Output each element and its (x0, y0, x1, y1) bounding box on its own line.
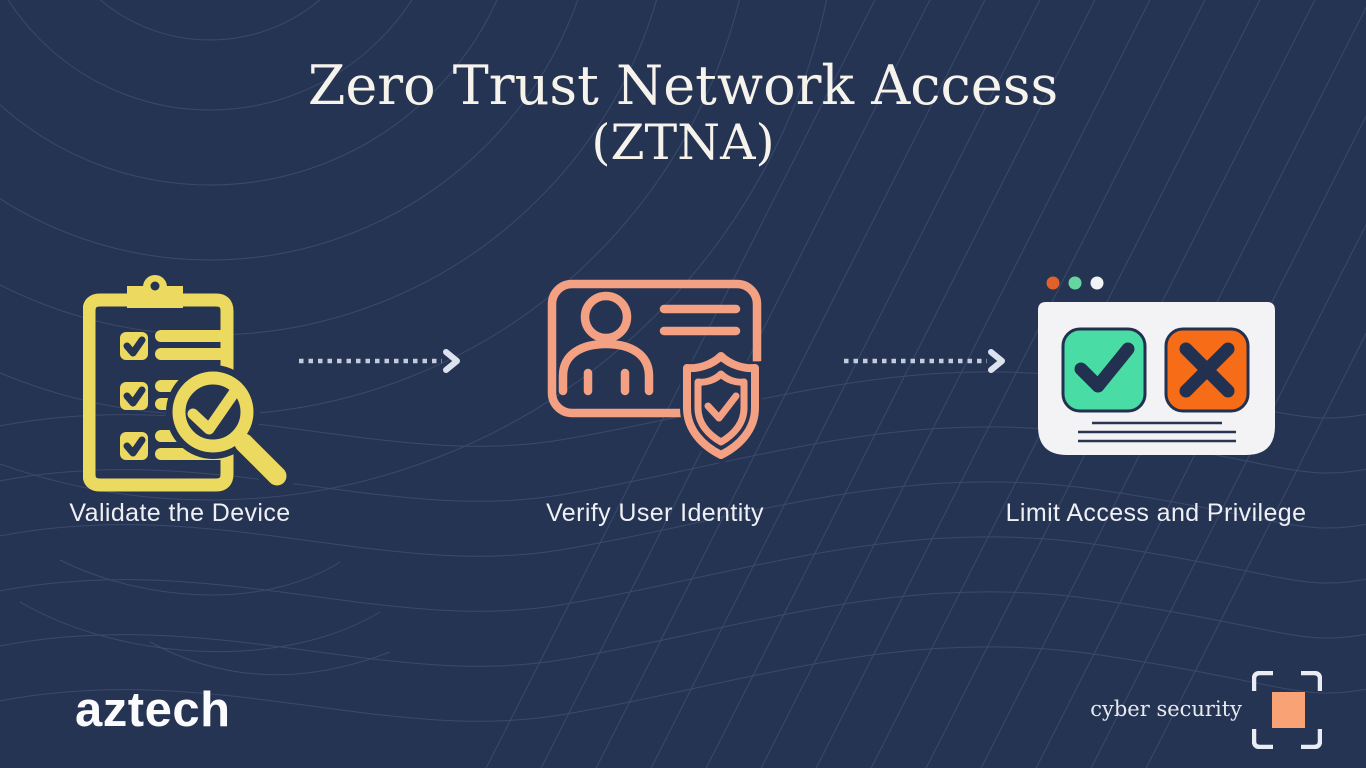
browser-allow-deny-icon (1038, 276, 1275, 455)
dotted-arrow-2 (844, 349, 1005, 373)
step-label-verify-identity: Verify User Identity (546, 499, 764, 527)
window-dot-white (1090, 276, 1104, 290)
step-label-limit-access: Limit Access and Privilege (1005, 499, 1307, 527)
window-dot-orange (1046, 276, 1060, 290)
brand-logo: aztech (75, 683, 231, 737)
tagline-text: cyber security (1090, 697, 1242, 721)
check-glyph (1074, 342, 1135, 393)
dotted-arrow-1 (299, 349, 460, 373)
page-title: Zero Trust Network Access (ZTNA) (0, 54, 1366, 172)
cross-glyph (1179, 342, 1235, 398)
title-line-1: Zero Trust Network Access (307, 54, 1059, 117)
clipboard-checklist-magnifier-icon (83, 275, 294, 493)
title-line-2: (ZTNA) (591, 114, 775, 172)
viewfinder-square-icon (1252, 671, 1322, 749)
id-card-shield-icon (547, 279, 762, 464)
step-label-validate-device: Validate the Device (69, 499, 291, 527)
window-dot-green (1068, 276, 1082, 290)
